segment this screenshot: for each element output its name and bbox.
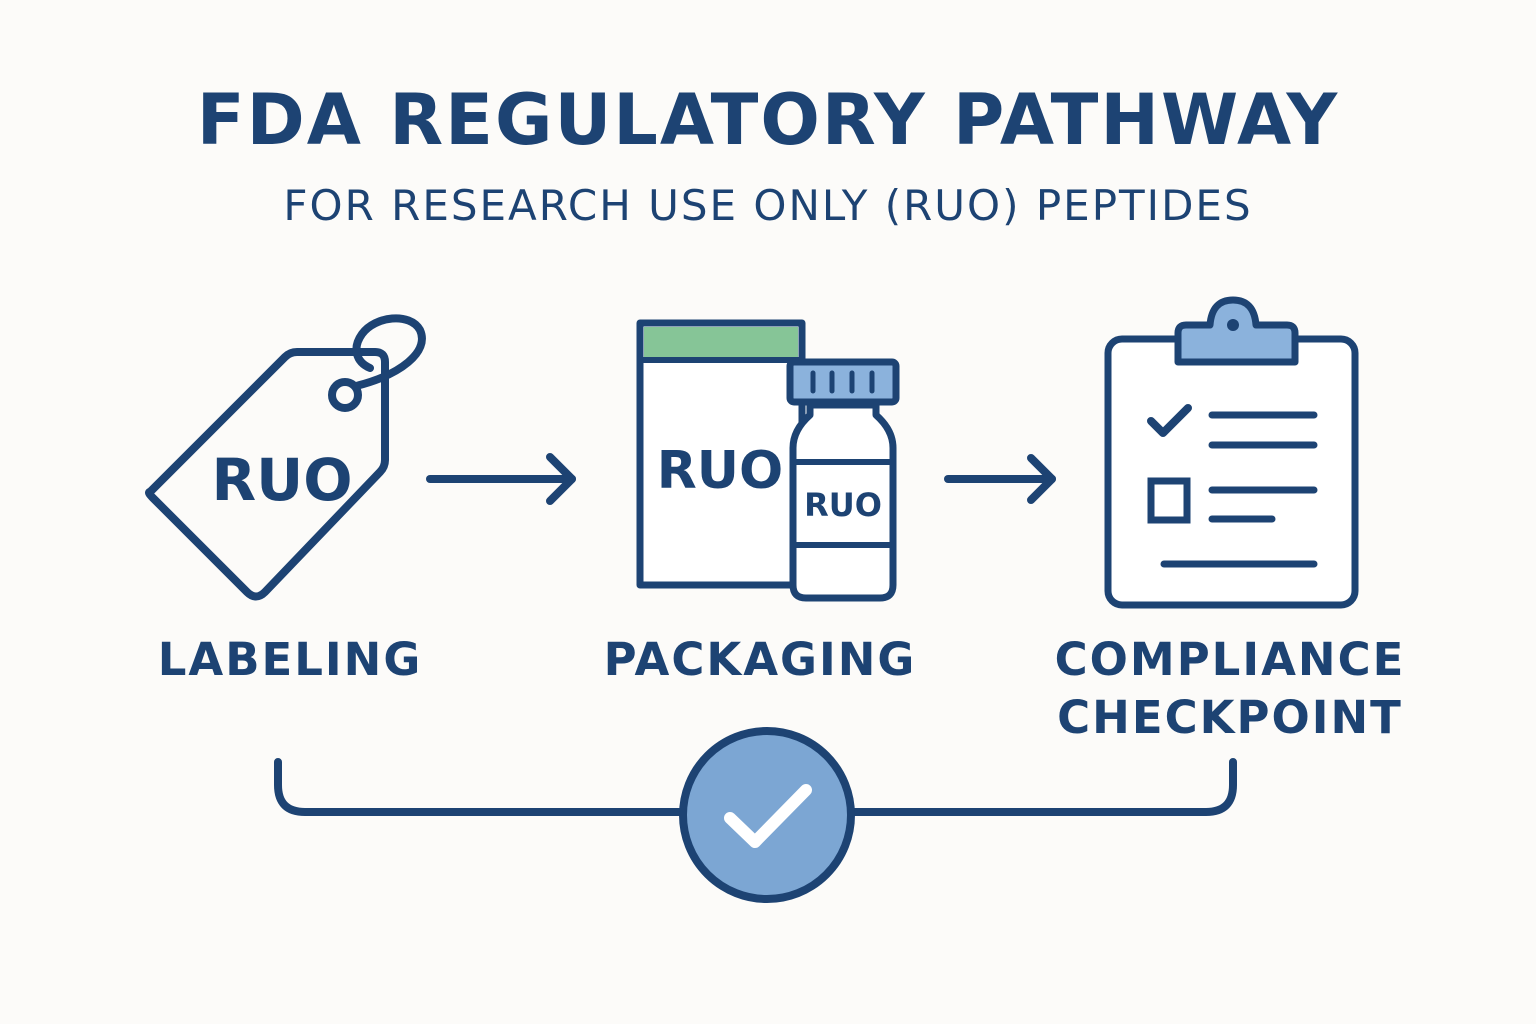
page-subtitle: FOR RESEARCH USE ONLY (RUO) PEPTIDES <box>283 181 1253 230</box>
arrow-right-icon <box>944 454 1056 504</box>
vial-icon <box>786 358 900 602</box>
vial-badge: RUO <box>804 486 882 524</box>
clipboard-checklist-icon <box>1104 296 1359 609</box>
tag-badge: RUO <box>211 446 352 514</box>
step-label-packaging: PACKAGING <box>603 633 917 686</box>
step-label-compliance: COMPLIANCE <box>1054 633 1406 686</box>
page-title: FDA REGULATORY PATHWAY <box>196 79 1340 161</box>
step-label-labeling: LABELING <box>157 633 423 686</box>
arrow-right-icon <box>426 453 576 505</box>
step-label-checkpoint: CHECKPOINT <box>1057 691 1403 744</box>
price-tag-icon <box>145 314 426 601</box>
box-badge: RUO <box>657 441 783 501</box>
checkmark-circle-icon <box>679 727 855 903</box>
